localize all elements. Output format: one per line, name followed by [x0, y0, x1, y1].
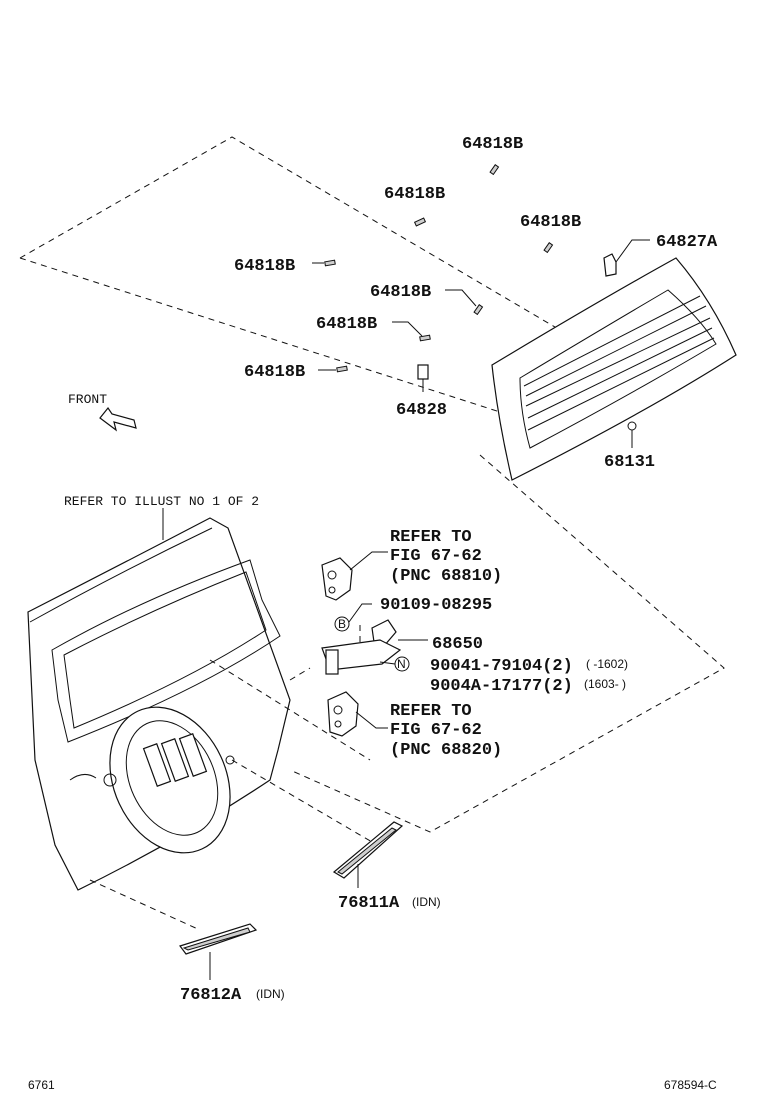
- part-label-64818b: 64818B: [520, 213, 581, 232]
- part-label-64818b: 64818B: [384, 185, 445, 204]
- part-label-64818b: 64818B: [462, 135, 523, 154]
- part-label-76811a: 76811A: [338, 894, 400, 913]
- upper-hinge-icon: [321, 551, 388, 601]
- part-label-64827a: 64827A: [656, 233, 718, 252]
- hinge-boundary-link: [289, 667, 311, 681]
- refer-label: FIG 67-62: [390, 547, 482, 566]
- alignment-line: [209, 659, 371, 761]
- pin-icon: [324, 259, 336, 267]
- refer-label: (PNC 68810): [390, 567, 502, 586]
- glass-group-boundary-lower: [19, 257, 501, 413]
- front-arrow-icon: [99, 406, 137, 432]
- refer-label: REFER TO: [390, 528, 472, 547]
- part-note: (IDN): [412, 895, 441, 909]
- pin-icon: [419, 334, 431, 342]
- part-label-64818b: 64818B: [370, 283, 431, 302]
- date-range: (1603- ): [584, 677, 626, 691]
- hinge-group-boundary: [289, 454, 725, 833]
- leader-line: [392, 321, 423, 337]
- molding-76811a-icon: [332, 821, 404, 888]
- glass-group-boundary: [19, 136, 561, 331]
- part-label-64818b: 64818B: [234, 257, 295, 276]
- refer-label: REFER TO: [390, 702, 472, 721]
- leader-line: [379, 661, 396, 665]
- part-note: (IDN): [256, 987, 285, 1001]
- refer-label: (PNC 68820): [390, 741, 502, 760]
- back-door-panel-icon: [27, 517, 291, 891]
- pin-icon: [473, 304, 484, 316]
- front-label: FRONT: [68, 392, 107, 407]
- nut-marker-letter: N: [397, 657, 406, 671]
- alignment-line: [89, 879, 201, 931]
- part-label-90109: 90109-08295: [380, 596, 492, 615]
- pin-icon: [489, 164, 500, 176]
- part-label-68650: 68650: [432, 635, 483, 654]
- page-code: 6761: [28, 1078, 55, 1092]
- bracket-64827a-icon: [603, 239, 650, 277]
- leader-line: [348, 603, 372, 623]
- part-label-64818b: 64818B: [316, 315, 377, 334]
- clip-64828-icon: [417, 364, 429, 392]
- part-label-90041: 90041-79104(2): [430, 657, 573, 676]
- back-glass-icon: [491, 257, 737, 481]
- date-range: ( -1602): [586, 657, 628, 671]
- part-label-68131: 68131: [604, 453, 655, 472]
- diagram-code: 678594-C: [664, 1078, 717, 1092]
- bolt-marker-icon: [334, 616, 350, 632]
- lower-hinge-icon: [327, 691, 388, 737]
- part-label-64828: 64828: [396, 401, 447, 420]
- pin-icon: [413, 217, 427, 227]
- pin-icon: [336, 365, 348, 373]
- refer-label: FIG 67-62: [390, 721, 482, 740]
- molding-76812a-icon: [179, 923, 258, 980]
- alignment-line: [231, 759, 373, 843]
- leader-line: [445, 289, 477, 307]
- part-label-9004a: 9004A-17177(2): [430, 677, 573, 696]
- refer-illust-label: REFER TO ILLUST NO 1 OF 2: [64, 494, 259, 509]
- bolt-marker-letter: B: [338, 617, 346, 631]
- part-label-64818b: 64818B: [244, 363, 305, 382]
- pin-icon: [543, 242, 554, 254]
- part-label-76812a: 76812A: [180, 986, 242, 1005]
